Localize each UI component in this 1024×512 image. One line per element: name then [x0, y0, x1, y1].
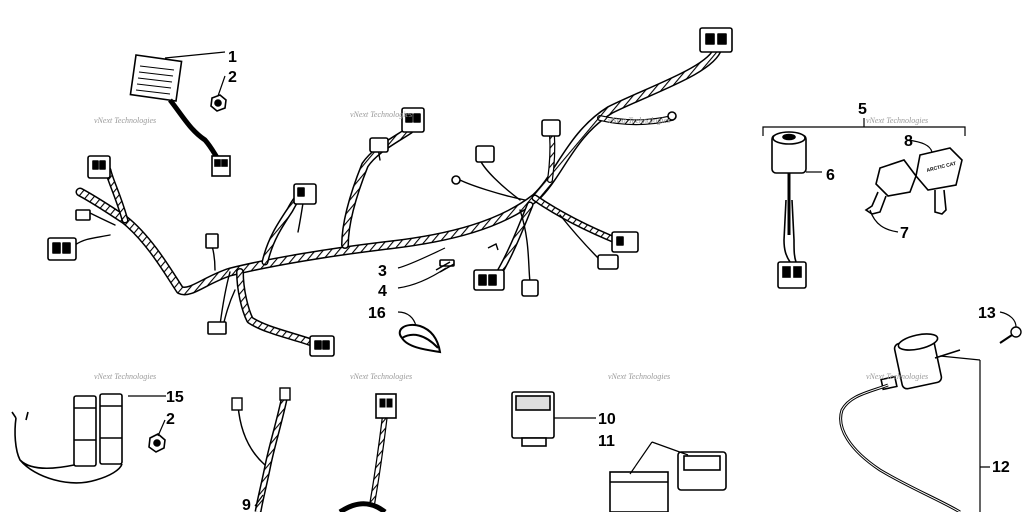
- callout-16: 16: [368, 305, 386, 322]
- callout-numbers: 1 2 3 4 5 6 7 8 9 10 11 12 13 15 2 16: [166, 49, 1010, 512]
- watermark-text: vNext Technologies: [608, 372, 671, 381]
- callout-15: 15: [166, 389, 184, 406]
- part-relay-block: [511, 391, 555, 447]
- watermark-text: vNext Technologies: [350, 110, 413, 119]
- callout-9: 9: [242, 497, 251, 512]
- main-wiring-harness: [47, 27, 733, 357]
- part-rubber-boots: [609, 451, 727, 512]
- callout-8: 8: [904, 133, 913, 150]
- callout-7: 7: [900, 225, 909, 242]
- callout-6: 6: [826, 167, 835, 184]
- watermark-text: vNext Technologies: [866, 116, 929, 125]
- callout-13: 13: [978, 305, 996, 322]
- part-relay-pair: [11, 393, 166, 484]
- part-starter-solenoid: [839, 333, 961, 512]
- callout-3: 3: [378, 263, 387, 280]
- callout-2-top: 2: [228, 69, 237, 86]
- callout-12: 12: [992, 459, 1010, 476]
- callout-1: 1: [228, 49, 237, 66]
- part-regulator: [129, 54, 231, 177]
- part-nut: [210, 94, 227, 112]
- watermark-text: vNext Technologies: [608, 116, 671, 125]
- watermark-text: vNext Technologies: [94, 372, 157, 381]
- part-clamp: [398, 324, 442, 354]
- callout-4: 4: [378, 283, 387, 300]
- callout-5: 5: [858, 101, 867, 118]
- part-ignition-switch: [771, 131, 807, 289]
- part-screw: [999, 326, 1022, 344]
- callout-10: 10: [598, 411, 616, 428]
- watermark-text: vNext Technologies: [94, 116, 157, 125]
- leader-lines: [128, 51, 1017, 512]
- callout-2-bottom: 2: [166, 411, 175, 428]
- watermark-text: vNext Technologies: [350, 372, 413, 381]
- part-ignition-keys: [864, 147, 963, 215]
- watermark-text: vNext Technologies: [866, 372, 929, 381]
- callout-11: 11: [598, 433, 615, 450]
- part-relay-harness: [338, 393, 397, 512]
- part-sub-harness: [231, 387, 291, 512]
